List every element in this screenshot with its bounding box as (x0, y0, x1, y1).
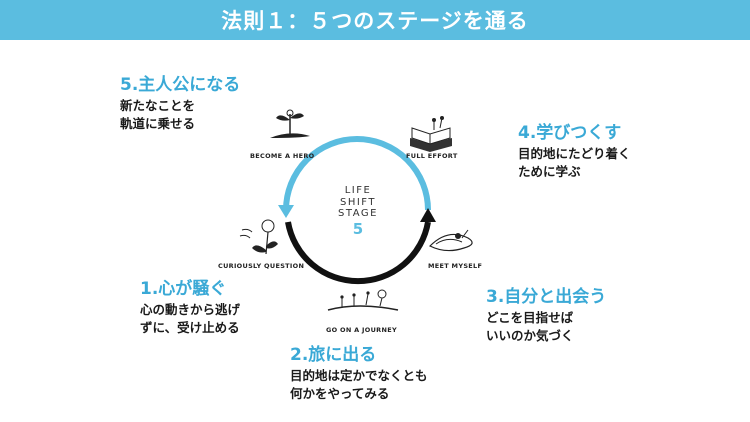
stage-3-desc-line-2: いいのか気づく (486, 328, 574, 343)
icon-label-full-effort: FULL EFFORT (406, 152, 458, 160)
stage-5-desc-line-1: 新たなことを (120, 98, 196, 113)
cycle-arrowhead-right (420, 208, 436, 222)
sprout-icon (270, 109, 310, 138)
icon-label-become-a-hero: BECOME A HERO (250, 152, 315, 160)
icon-label-go-on-a-journey: GO ON A JOURNEY (326, 326, 397, 334)
stage-2-desc-line-2: 何かをやってみる (290, 386, 390, 401)
stage-5: 5.主人公になる 新たなことを 軌道に乗せる (120, 70, 240, 133)
cycle-arc-upper (283, 136, 431, 211)
stage-1-title: 1.心が騒ぐ (140, 279, 227, 299)
icon-label-curiously-question: CURIOUSLY QUESTION (218, 262, 305, 270)
stage-3-title: 3.自分と出会う (486, 287, 607, 307)
stage-4-desc-line-1: 目的地にたどり着く (518, 146, 631, 161)
stage-5-title: 5.主人公になる (120, 75, 241, 95)
cycle-arrowhead-left (278, 205, 294, 218)
dandelion-icon (239, 219, 278, 255)
stage-3-desc-line-1: どこを目指せば (486, 310, 574, 325)
header-banner: 法則１：５つのステージを通る (0, 0, 750, 40)
cycle-arc-lower (285, 221, 431, 285)
stage-4-title: 4.学びつくす (518, 123, 622, 143)
stage-1: 1.心が騒ぐ 心の動きから逃げ ずに、受け止める (140, 274, 240, 337)
stage-1-desc-line-2: ずに、受け止める (140, 320, 240, 335)
island-icon (428, 229, 473, 252)
stage-4-desc-line-2: ために学ぶ (518, 164, 581, 179)
stage-4: 4.学びつくす 目的地にたどり着く ために学ぶ (518, 118, 631, 181)
icon-label-meet-myself: MEET MYSELF (428, 262, 483, 270)
center-line-stage: STAGE (338, 208, 378, 219)
book-icon (410, 116, 452, 152)
stage-2-desc-line-1: 目的地は定かでなくとも (290, 368, 428, 383)
seeds-flying-icon (327, 289, 399, 311)
cycle-center-label: LIFE SHIFT STAGE 5 (318, 185, 398, 238)
stage-1-desc-line-1: 心の動きから逃げ (140, 302, 241, 317)
stage-2-title: 2.旅に出る (290, 345, 377, 365)
page-title: 法則１：５つのステージを通る (221, 9, 529, 33)
stage-5-desc-line-2: 軌道に乗せる (120, 116, 196, 131)
stage-3: 3.自分と出会う どこを目指せば いいのか気づく (486, 282, 606, 345)
center-line-life: LIFE (344, 185, 372, 196)
stage-2: 2.旅に出る 目的地は定かでなくとも 何かをやってみる (290, 340, 428, 403)
center-line-shift: SHIFT (339, 196, 376, 208)
center-number: 5 (352, 219, 364, 238)
